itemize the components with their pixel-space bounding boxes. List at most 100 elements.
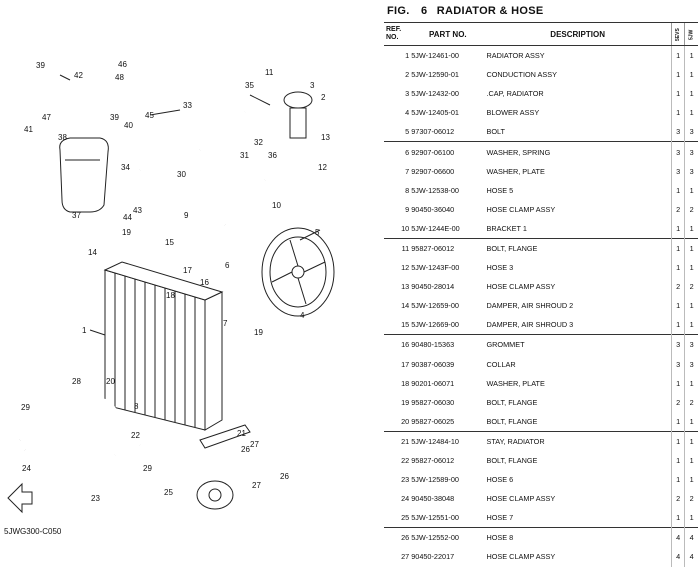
description-cell: WASHER, PLATE (486, 378, 545, 388)
part-number-cell: 5JW-12589-00 (411, 475, 459, 485)
ref-cell: 7 (405, 166, 410, 176)
figure-name: RADIATOR & HOSE (436, 5, 544, 17)
description-cell: HOSE 8 (484, 527, 672, 548)
callout-number: 44 (123, 213, 132, 222)
part-number-cell: 5JW-12659-00 (411, 301, 459, 311)
part-number-cell: 5JW-12405-01 (411, 108, 459, 118)
part-number-cell: 5JW-12432-00 (411, 89, 459, 99)
callout-number: 24 (22, 464, 31, 473)
part-number-cell: 95827-06012 (411, 456, 455, 466)
ref-cell: 12 (401, 263, 410, 273)
part-number-cell: 97307-06012 (411, 127, 455, 137)
qty-2-cell: 1 (684, 258, 698, 278)
qty-1-cell: 1 (670, 430, 685, 451)
qty-1-cell: 1 (670, 373, 685, 393)
callout-number: 28 (72, 377, 81, 386)
qty-1-cell: 1 (670, 411, 685, 432)
callout-number: 22 (131, 431, 140, 440)
hose-illustrations (16, 109, 294, 476)
callout-number: 9 (184, 211, 189, 220)
qty-1-cell: 3 (670, 161, 685, 181)
callout-number: 48 (115, 73, 124, 82)
qty-1-cell: 1 (670, 103, 685, 123)
part-number-cell: 90201-06071 (411, 378, 455, 388)
callout-number: 40 (124, 121, 133, 130)
ref-cell: 21 (384, 430, 412, 451)
ref-cell: 16 (384, 334, 412, 355)
ref-cell: 6 (384, 141, 412, 162)
qty-2-cell: 1 (684, 218, 698, 239)
figure-label: FIG. (387, 5, 410, 17)
part-number-cell: 92907-06100 (411, 141, 485, 162)
ref-cell: 18 (401, 378, 410, 388)
qty-2-cell: 3 (684, 354, 698, 374)
callout-number: 38 (58, 133, 67, 142)
part-number-cell: 90450-38048 (411, 494, 455, 504)
callout-number: 10 (272, 201, 281, 210)
part-number-cell: 95827-06030 (411, 397, 455, 407)
callout-number: 41 (24, 125, 33, 134)
part-number-cell: 92907-06600 (411, 166, 455, 176)
qty-2-cell: 2 (684, 392, 698, 412)
callout-number: 2 (321, 93, 326, 102)
ref-cell: 10 (401, 223, 410, 233)
figure-title: FIG. 6 RADIATOR & HOSE (387, 5, 544, 17)
description-cell: BOLT, FLANGE (486, 416, 538, 426)
callout-number: 39 (110, 113, 119, 122)
ref-cell: 11 (384, 237, 412, 259)
part-number-cell: 5JW-12538-00 (411, 185, 459, 195)
ref-cell: 1 (384, 45, 412, 66)
header-qty-2: 5JW (684, 22, 698, 46)
callout-number: 42 (74, 71, 83, 80)
callout-number: 14 (88, 248, 97, 257)
description-cell: DAMPER, AIR SHROUD 2 (486, 301, 574, 311)
part-number-cell: 5JW-12552-00 (411, 527, 485, 548)
callout-number: 23 (91, 494, 100, 503)
callout-number: 27 (250, 440, 259, 449)
qty-2-cell: 1 (684, 237, 698, 259)
ref-cell: 22 (401, 456, 410, 466)
callout-number: 31 (240, 151, 249, 160)
callout-number: 5 (315, 228, 320, 237)
description-cell: DAMPER, AIR SHROUD 3 (486, 320, 574, 330)
ref-cell: 5 (405, 127, 410, 137)
description-cell: CONDUCTION ASSY (486, 70, 558, 80)
part-number-cell: 95827-06012 (411, 237, 485, 259)
ref-cell: 19 (401, 397, 410, 407)
ref-cell: 8 (405, 185, 410, 195)
callout-number: 30 (177, 170, 186, 179)
description-cell: BLOWER ASSY (486, 108, 540, 118)
part-number-cell: 5JW-1243F-00 (411, 263, 460, 273)
part-number-cell: 5JW-12461-00 (411, 45, 485, 66)
qty-2-cell: 1 (684, 65, 698, 85)
reservoir-tank-illustration (59, 137, 109, 213)
part-number-cell: 95827-06025 (411, 416, 455, 426)
qty-2-cell: 1 (684, 45, 698, 66)
blower-fan-illustration (261, 227, 335, 317)
qty-2-cell: 1 (684, 450, 698, 471)
callout-number: 36 (268, 151, 277, 160)
callout-number: 17 (183, 266, 192, 275)
ref-cell: 17 (401, 359, 410, 369)
qty-1-cell: 3 (670, 354, 685, 374)
qty-1-cell: 1 (670, 84, 685, 104)
water-pump-illustration (196, 480, 234, 510)
qty-1-cell: 1 (670, 237, 685, 259)
ref-cell: 9 (405, 204, 410, 214)
qty-1-cell: 3 (670, 122, 685, 142)
description-cell: BOLT (486, 127, 505, 137)
qty-2-cell: 1 (684, 296, 698, 316)
qty-2-cell: 2 (684, 199, 698, 219)
qty-1-cell: 1 (670, 65, 685, 85)
